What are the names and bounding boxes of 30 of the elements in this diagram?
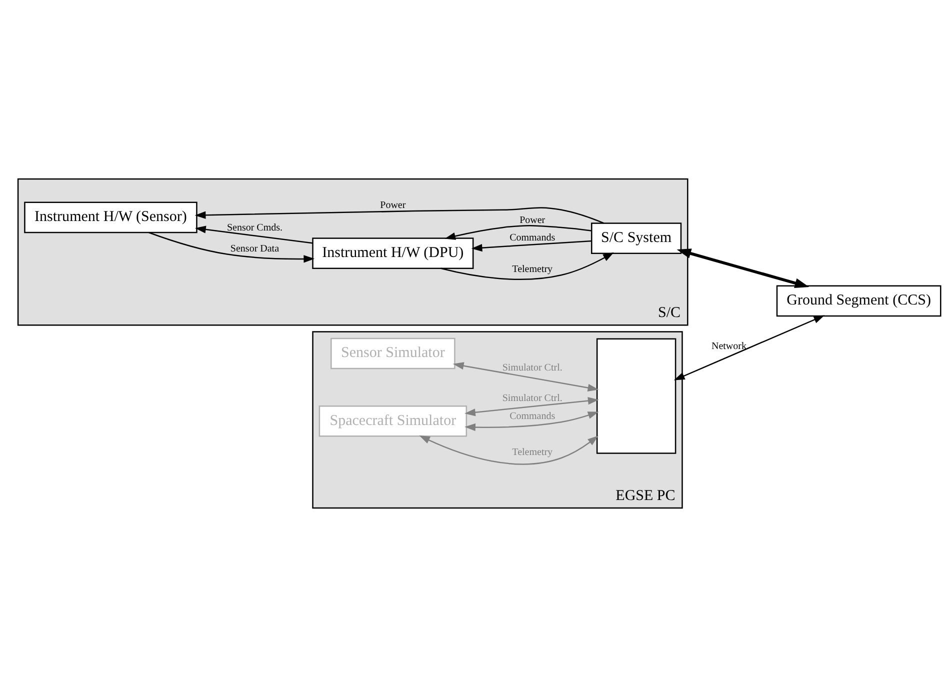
arrow	[452, 362, 599, 391]
node-box: Instrument H/W (Sensor)	[24, 201, 198, 233]
edge-label: Commands	[510, 232, 556, 243]
edge-label: Sensor Cmds.	[226, 222, 283, 233]
edge-label: Network	[711, 340, 746, 352]
edge-label: Simulator Ctrl.	[502, 392, 562, 404]
node-box: Ground Segment (CCS)	[776, 284, 942, 316]
edge-label: Simulator Ctrl.	[502, 362, 562, 374]
edge-label: Telemetry	[512, 446, 553, 458]
arrow	[194, 206, 604, 224]
arrow	[676, 248, 810, 288]
edge-label: Telemetry	[512, 264, 553, 275]
edge-label: Power	[380, 199, 406, 210]
node-box: Instrument H/W (DPU)	[312, 237, 474, 268]
arrow	[471, 240, 592, 252]
arrow	[674, 314, 825, 380]
edge-label: Commands	[510, 410, 556, 422]
arrow	[444, 224, 592, 240]
node-box: Spacecraft Simulator	[318, 405, 468, 436]
edge-label: Sensor Data	[230, 242, 280, 254]
node-box	[596, 338, 676, 454]
arrow	[419, 434, 598, 464]
edge-label: Power	[520, 214, 546, 226]
node-box: Sensor Simulator	[330, 337, 456, 369]
arrow	[148, 231, 315, 262]
node-box: S/C System	[591, 222, 682, 254]
arrow	[195, 225, 313, 244]
arrow	[440, 252, 614, 280]
arrow	[464, 411, 599, 430]
arrow	[464, 396, 599, 416]
